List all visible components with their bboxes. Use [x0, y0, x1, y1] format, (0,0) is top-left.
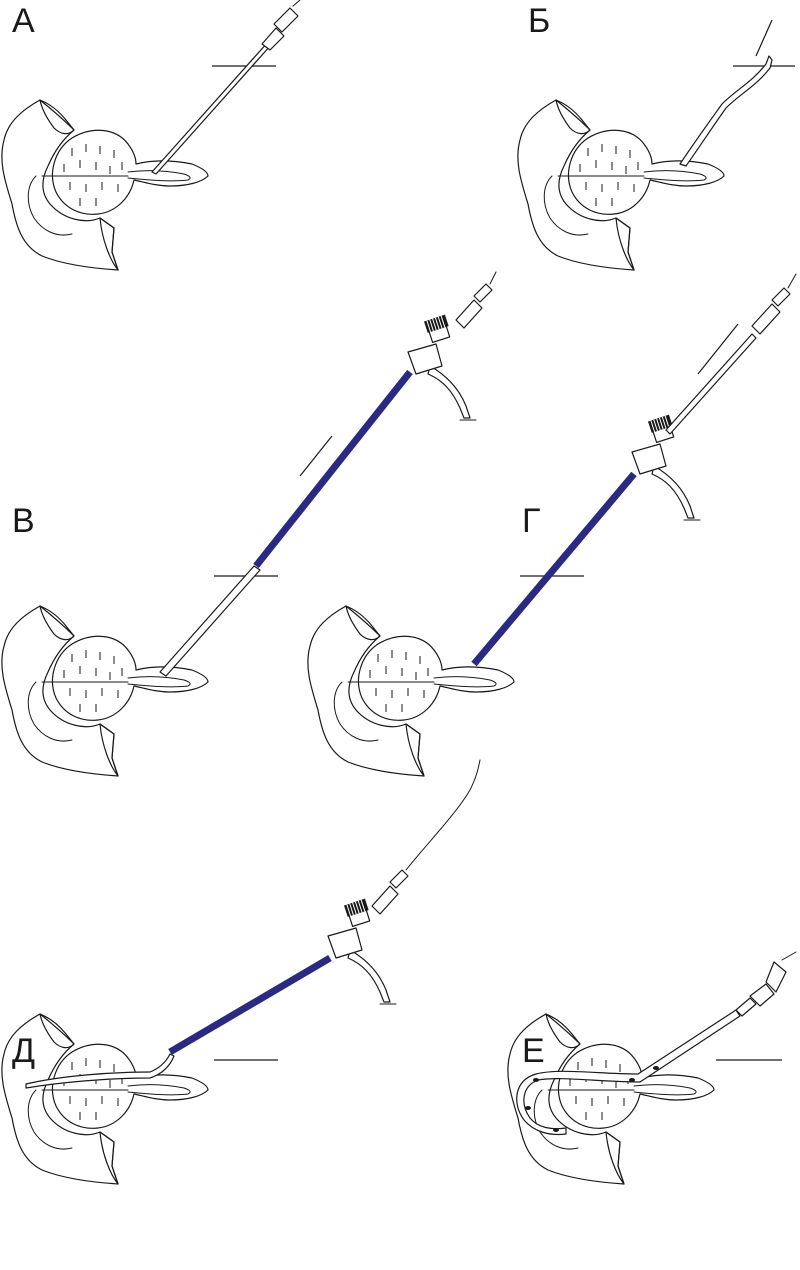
panel-b: Б — [517, 2, 795, 271]
sheath-d — [168, 954, 332, 1056]
panel-label-a: А — [12, 2, 35, 40]
panel-e: Е — [507, 951, 797, 1185]
panel-label-v: В — [12, 502, 35, 540]
dilator-tip-v — [159, 565, 261, 677]
guidewire-b — [679, 55, 773, 167]
drain-holes — [525, 1066, 659, 1132]
guidewire-d — [405, 759, 481, 871]
hub-v — [407, 314, 477, 421]
panel-a: А — [1, 0, 301, 271]
length-marker-b — [755, 19, 773, 57]
puncture-needle — [151, 0, 301, 175]
organ-v — [1, 605, 209, 777]
panel-label-d: Д — [12, 1032, 35, 1070]
length-marker-v — [299, 435, 333, 477]
panel-d: Д — [1, 759, 481, 1185]
organ-a — [1, 99, 209, 271]
length-marker-g — [697, 323, 739, 375]
panel-label-g: Г — [522, 502, 540, 540]
panel-label-e: Е — [522, 1032, 545, 1070]
sheath-v — [253, 369, 413, 569]
panel-v: В — [1, 271, 497, 777]
panel-g: Г — [307, 273, 797, 777]
organ-b — [517, 99, 725, 271]
catheter-d — [25, 1053, 175, 1089]
catheter-e — [516, 1009, 741, 1136]
hub-d — [327, 898, 397, 1005]
sheath-g — [471, 471, 637, 667]
panel-label-b: Б — [528, 2, 550, 40]
organ-g — [307, 605, 515, 777]
